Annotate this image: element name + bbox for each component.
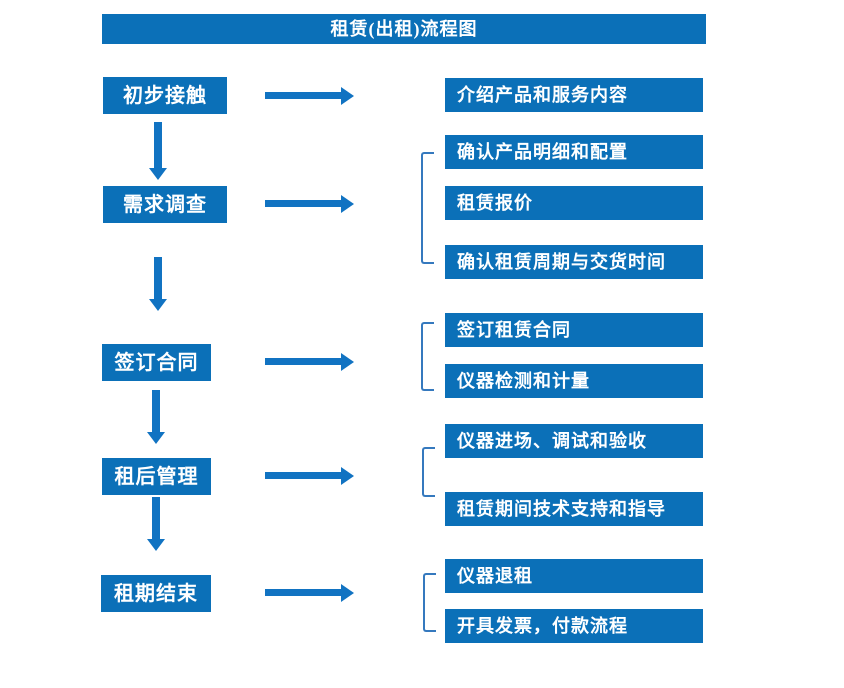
bracket-connector	[421, 152, 434, 264]
flowchart-title: 租赁(出租)流程图	[102, 14, 706, 44]
detail-box-confirm-period: 确认租赁周期与交货时间	[445, 245, 703, 279]
flow-arrow-right-icon	[265, 358, 341, 365]
detail-box-invoice-payment: 开具发票，付款流程	[445, 609, 703, 643]
flow-arrow-down-icon	[154, 257, 162, 299]
bracket-connector	[421, 322, 434, 391]
detail-box-instrument-testing: 仪器检测和计量	[445, 364, 703, 398]
stage-box-rental-end: 租期结束	[101, 575, 211, 612]
stage-box-post-rental: 租后管理	[102, 458, 211, 495]
detail-box-tech-support: 租赁期间技术支持和指导	[445, 492, 703, 526]
flow-arrow-down-icon	[152, 390, 160, 432]
flow-arrow-right-icon	[265, 472, 341, 479]
flow-arrow-down-icon	[154, 122, 162, 168]
stage-box-sign-contract: 签订合同	[102, 344, 211, 381]
bracket-connector	[422, 447, 435, 497]
detail-box-confirm-details: 确认产品明细和配置	[445, 135, 703, 169]
detail-box-introduce-products: 介绍产品和服务内容	[445, 78, 703, 112]
flow-arrow-right-icon	[265, 200, 341, 207]
stage-box-demand-survey: 需求调查	[103, 186, 227, 223]
flow-arrow-down-icon	[152, 497, 160, 539]
detail-box-instrument-return: 仪器退租	[445, 559, 703, 593]
flow-arrow-right-icon	[265, 589, 341, 596]
stage-box-initial-contact: 初步接触	[103, 77, 227, 114]
flow-arrow-right-icon	[265, 92, 341, 99]
bracket-connector	[423, 573, 436, 632]
detail-box-instrument-entry: 仪器进场、调试和验收	[445, 424, 703, 458]
detail-box-sign-rental-contract: 签订租赁合同	[445, 313, 703, 347]
detail-box-rental-quote: 租赁报价	[445, 186, 703, 220]
